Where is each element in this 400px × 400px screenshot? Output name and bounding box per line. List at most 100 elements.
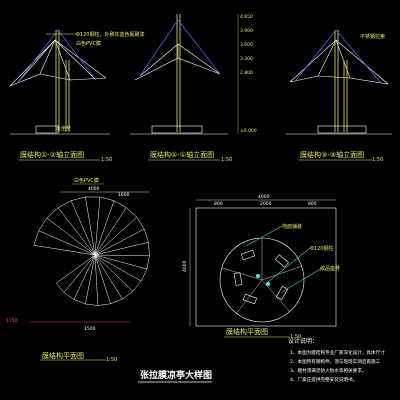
level-5: 2.800 — [240, 70, 253, 76]
spiral-edge — [97, 303, 111, 306]
view-label: 膜结构平面图 — [42, 351, 84, 360]
plan-seg-2: 2000 — [260, 201, 272, 207]
canopy-top-view: 4000 1600 白色PVC膜 1750 1500 膜结构平面图 1:50 — [6, 177, 150, 363]
center-column — [91, 251, 99, 259]
view-label: 膜结构③-③轴立面图 — [300, 150, 364, 159]
bench — [317, 125, 367, 134]
design-notes: 设计说明： 1、本图为膜结构专业厂家深化设计，具体尺寸 2、本图所有钢构件，须与… — [288, 337, 385, 383]
cable-lines — [139, 19, 221, 77]
spiral-spoke — [63, 254, 96, 293]
view-scale: 1:50 — [106, 357, 117, 363]
cable-lines — [295, 29, 381, 83]
note-line: 3、膜材须满足防火防水等相关要求。 — [290, 367, 366, 374]
ground-note: 地面铺装 — [282, 223, 302, 230]
level-1: 4.650 — [240, 14, 253, 20]
spiral-edge — [71, 196, 86, 201]
level-2: 3.900 — [240, 28, 253, 34]
bench — [35, 125, 59, 134]
spiral-edge — [136, 217, 145, 230]
column-note: Φ120钢柱，外刷灰蓝色氟碳漆 — [76, 31, 144, 38]
leader-lines — [245, 225, 323, 293]
spiral-spoke — [94, 254, 123, 300]
top-span-dim: 4000 — [88, 186, 100, 192]
view-scale: 1:50 — [101, 157, 112, 163]
left-dim: 1750 — [6, 318, 18, 324]
bench — [151, 125, 203, 134]
spiral-spoke — [94, 254, 147, 270]
note-line: 2、本图所有钢构件，须与现场实测后再施工 — [290, 358, 381, 365]
plan-width-dim: 4000 — [258, 194, 270, 200]
plan-seg-3: 800 — [308, 201, 317, 207]
membrane-canopy — [289, 39, 389, 85]
spiral-edge — [56, 283, 65, 293]
spiral-spoke — [85, 254, 96, 305]
membrane-note: 白色PVC膜 — [76, 40, 101, 47]
spiral-edge — [85, 303, 98, 306]
spiral-edge — [73, 299, 86, 305]
spiral-spoke — [94, 228, 145, 256]
spiral-spoke — [94, 254, 111, 304]
top-half-dim: 1600 — [118, 192, 130, 198]
level-6: ±0.000 — [240, 128, 257, 134]
top-film-note: 白色PVC膜 — [74, 177, 99, 184]
spiral-spoke — [94, 200, 115, 256]
spiral-edge — [63, 292, 75, 300]
spiral-edge — [110, 298, 123, 305]
spiral-edge — [126, 207, 137, 218]
spiral-edge — [122, 291, 134, 300]
spiral-edge — [99, 196, 115, 201]
spiral-spoke — [57, 207, 96, 256]
spiral-edge — [46, 207, 59, 219]
spiral-edge — [140, 268, 148, 282]
membrane-canopy — [9, 39, 107, 87]
spiral-spoke — [70, 200, 96, 256]
spiral-spoke — [94, 241, 149, 256]
spiral-spoke — [94, 217, 137, 256]
spiral-spoke — [94, 254, 150, 257]
spiral-spoke — [94, 196, 101, 256]
spiral-edge — [148, 242, 150, 256]
radial-pattern — [221, 238, 303, 315]
view-scale: 1:50 — [290, 334, 301, 340]
plan-seg-1: 800 — [214, 201, 223, 207]
elevation-2: 4.650 3.900 3.600 3.300 2.800 ±0.000 膜结构… — [130, 14, 257, 163]
drawing-title: 张拉膜凉亭大样图 — [140, 369, 212, 381]
notes-heading: 设计说明： — [288, 337, 318, 345]
note-line: 4、厂家应提供完整安装说明书。 — [290, 376, 357, 383]
spiral-edge — [57, 200, 72, 208]
elevation-3: 不锈钢拉索 膜结构③-③轴立面图 1:50 — [286, 29, 392, 163]
spiral-spoke — [38, 230, 96, 256]
steel-column — [176, 14, 181, 132]
level-markers: 4.650 3.900 3.600 3.300 2.800 ±0.000 — [237, 14, 257, 134]
view-label: 膜结构①-②轴立面图 — [20, 150, 84, 159]
note-line: 1、本图为膜结构专业厂家深化设计，具体尺寸 — [290, 349, 385, 356]
spiral-membrane — [33, 196, 150, 306]
level-3: 3.600 — [240, 42, 253, 48]
stone-seat-note: 成品座凳 — [320, 265, 340, 272]
spiral-spoke — [94, 207, 127, 256]
seats — [233, 249, 289, 305]
steel-column — [55, 30, 70, 132]
ring-note: 不锈钢拉索 — [360, 33, 385, 40]
spiral-edge — [132, 280, 142, 292]
plan-view: 4000 800 2000 800 4000 地 — [182, 194, 340, 340]
spiral-edge — [38, 217, 48, 231]
bottom-dim: 1500 — [84, 326, 96, 332]
spiral-spoke — [94, 254, 99, 306]
spiral-edge — [113, 200, 127, 208]
plan-boundary — [195, 207, 337, 327]
spiral-spoke — [73, 254, 96, 300]
view-scale: 1:50 — [221, 157, 232, 163]
spiral-spoke — [85, 196, 96, 256]
spiral-spoke — [46, 217, 96, 256]
view-label: 膜结构①-①轴立面图 — [150, 150, 214, 159]
spiral-spoke — [56, 254, 96, 284]
spiral-edge — [33, 230, 39, 246]
spiral-spoke — [33, 245, 96, 256]
plan-height-dim: 4000 — [182, 260, 188, 272]
bench-note: 木坐凳 — [56, 125, 71, 132]
steel-col-note: Φ120钢柱 — [310, 245, 333, 252]
cable-lines — [17, 29, 97, 83]
level-4: 3.300 — [240, 56, 253, 62]
